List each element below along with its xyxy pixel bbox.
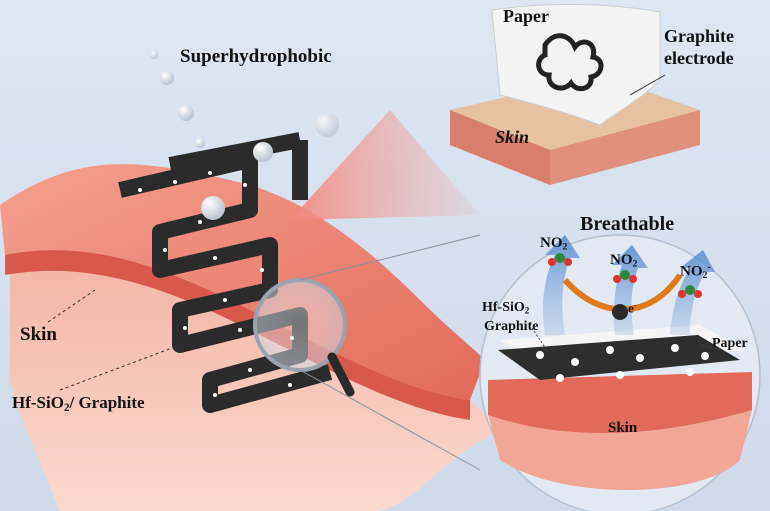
graphite-electrode-pattern bbox=[536, 33, 604, 92]
superhydrophobic-label: Superhydrophobic bbox=[180, 46, 332, 67]
paper-inset-label: Paper bbox=[712, 336, 748, 351]
paper-skin-block bbox=[450, 3, 700, 185]
inset-callouts bbox=[531, 327, 721, 353]
skin-top-surface bbox=[0, 164, 485, 400]
skin-block-label: Skin bbox=[495, 127, 530, 147]
magnify-beam bbox=[290, 110, 480, 220]
skin-inset-label: Skin bbox=[608, 420, 638, 436]
skin-deep-layer bbox=[10, 242, 500, 511]
no2-a-main: NO bbox=[540, 235, 563, 251]
inset-skin bbox=[488, 410, 752, 490]
graphite-inset-label: Graphite bbox=[484, 319, 539, 334]
water-droplets bbox=[150, 51, 339, 220]
e-main: e bbox=[628, 300, 634, 316]
hf-sio2-main: Hf-SiO bbox=[482, 300, 525, 315]
electron bbox=[612, 304, 628, 320]
no2-a-sub: 2 bbox=[562, 241, 568, 253]
no2-label-c: NO2- bbox=[680, 262, 711, 281]
hf-sub: 2 bbox=[63, 401, 70, 414]
skin-left-label: Skin bbox=[20, 324, 57, 345]
electrode-callout bbox=[629, 74, 666, 96]
paper-label: Paper bbox=[503, 6, 549, 26]
no2-label-b: NO2 bbox=[610, 252, 637, 269]
no2-c-sub: 2 bbox=[702, 269, 708, 281]
skin-edge bbox=[5, 250, 470, 420]
graphite-electrode-label-2: electrode bbox=[664, 48, 734, 68]
inset-circle bbox=[479, 234, 761, 511]
hf-rest: / Graphite bbox=[69, 393, 145, 412]
inset-graphite bbox=[498, 335, 740, 380]
breathable-label: Breathable bbox=[580, 213, 675, 235]
graphite-electrode-label-1: Graphite bbox=[664, 26, 734, 46]
no2-b-main: NO bbox=[610, 252, 633, 268]
hf-main: Hf-SiO bbox=[12, 393, 64, 412]
no2-label-a: NO2 bbox=[540, 235, 567, 252]
hf-sio2-sub: 2 bbox=[524, 305, 530, 316]
e-sup: - bbox=[633, 300, 637, 310]
callout-lines bbox=[299, 234, 481, 471]
no2-molecules bbox=[548, 253, 702, 298]
no2-c-main: NO bbox=[680, 263, 703, 280]
no2-b-sub: 2 bbox=[632, 258, 638, 270]
no2-c-sup: - bbox=[707, 262, 711, 273]
electron-label: e- bbox=[628, 300, 637, 317]
hf-sio2-inset-label: Hf-SiO2 bbox=[482, 300, 529, 316]
hf-sio2-graphite-label: Hf-SiO2/ Graphite bbox=[12, 393, 145, 414]
